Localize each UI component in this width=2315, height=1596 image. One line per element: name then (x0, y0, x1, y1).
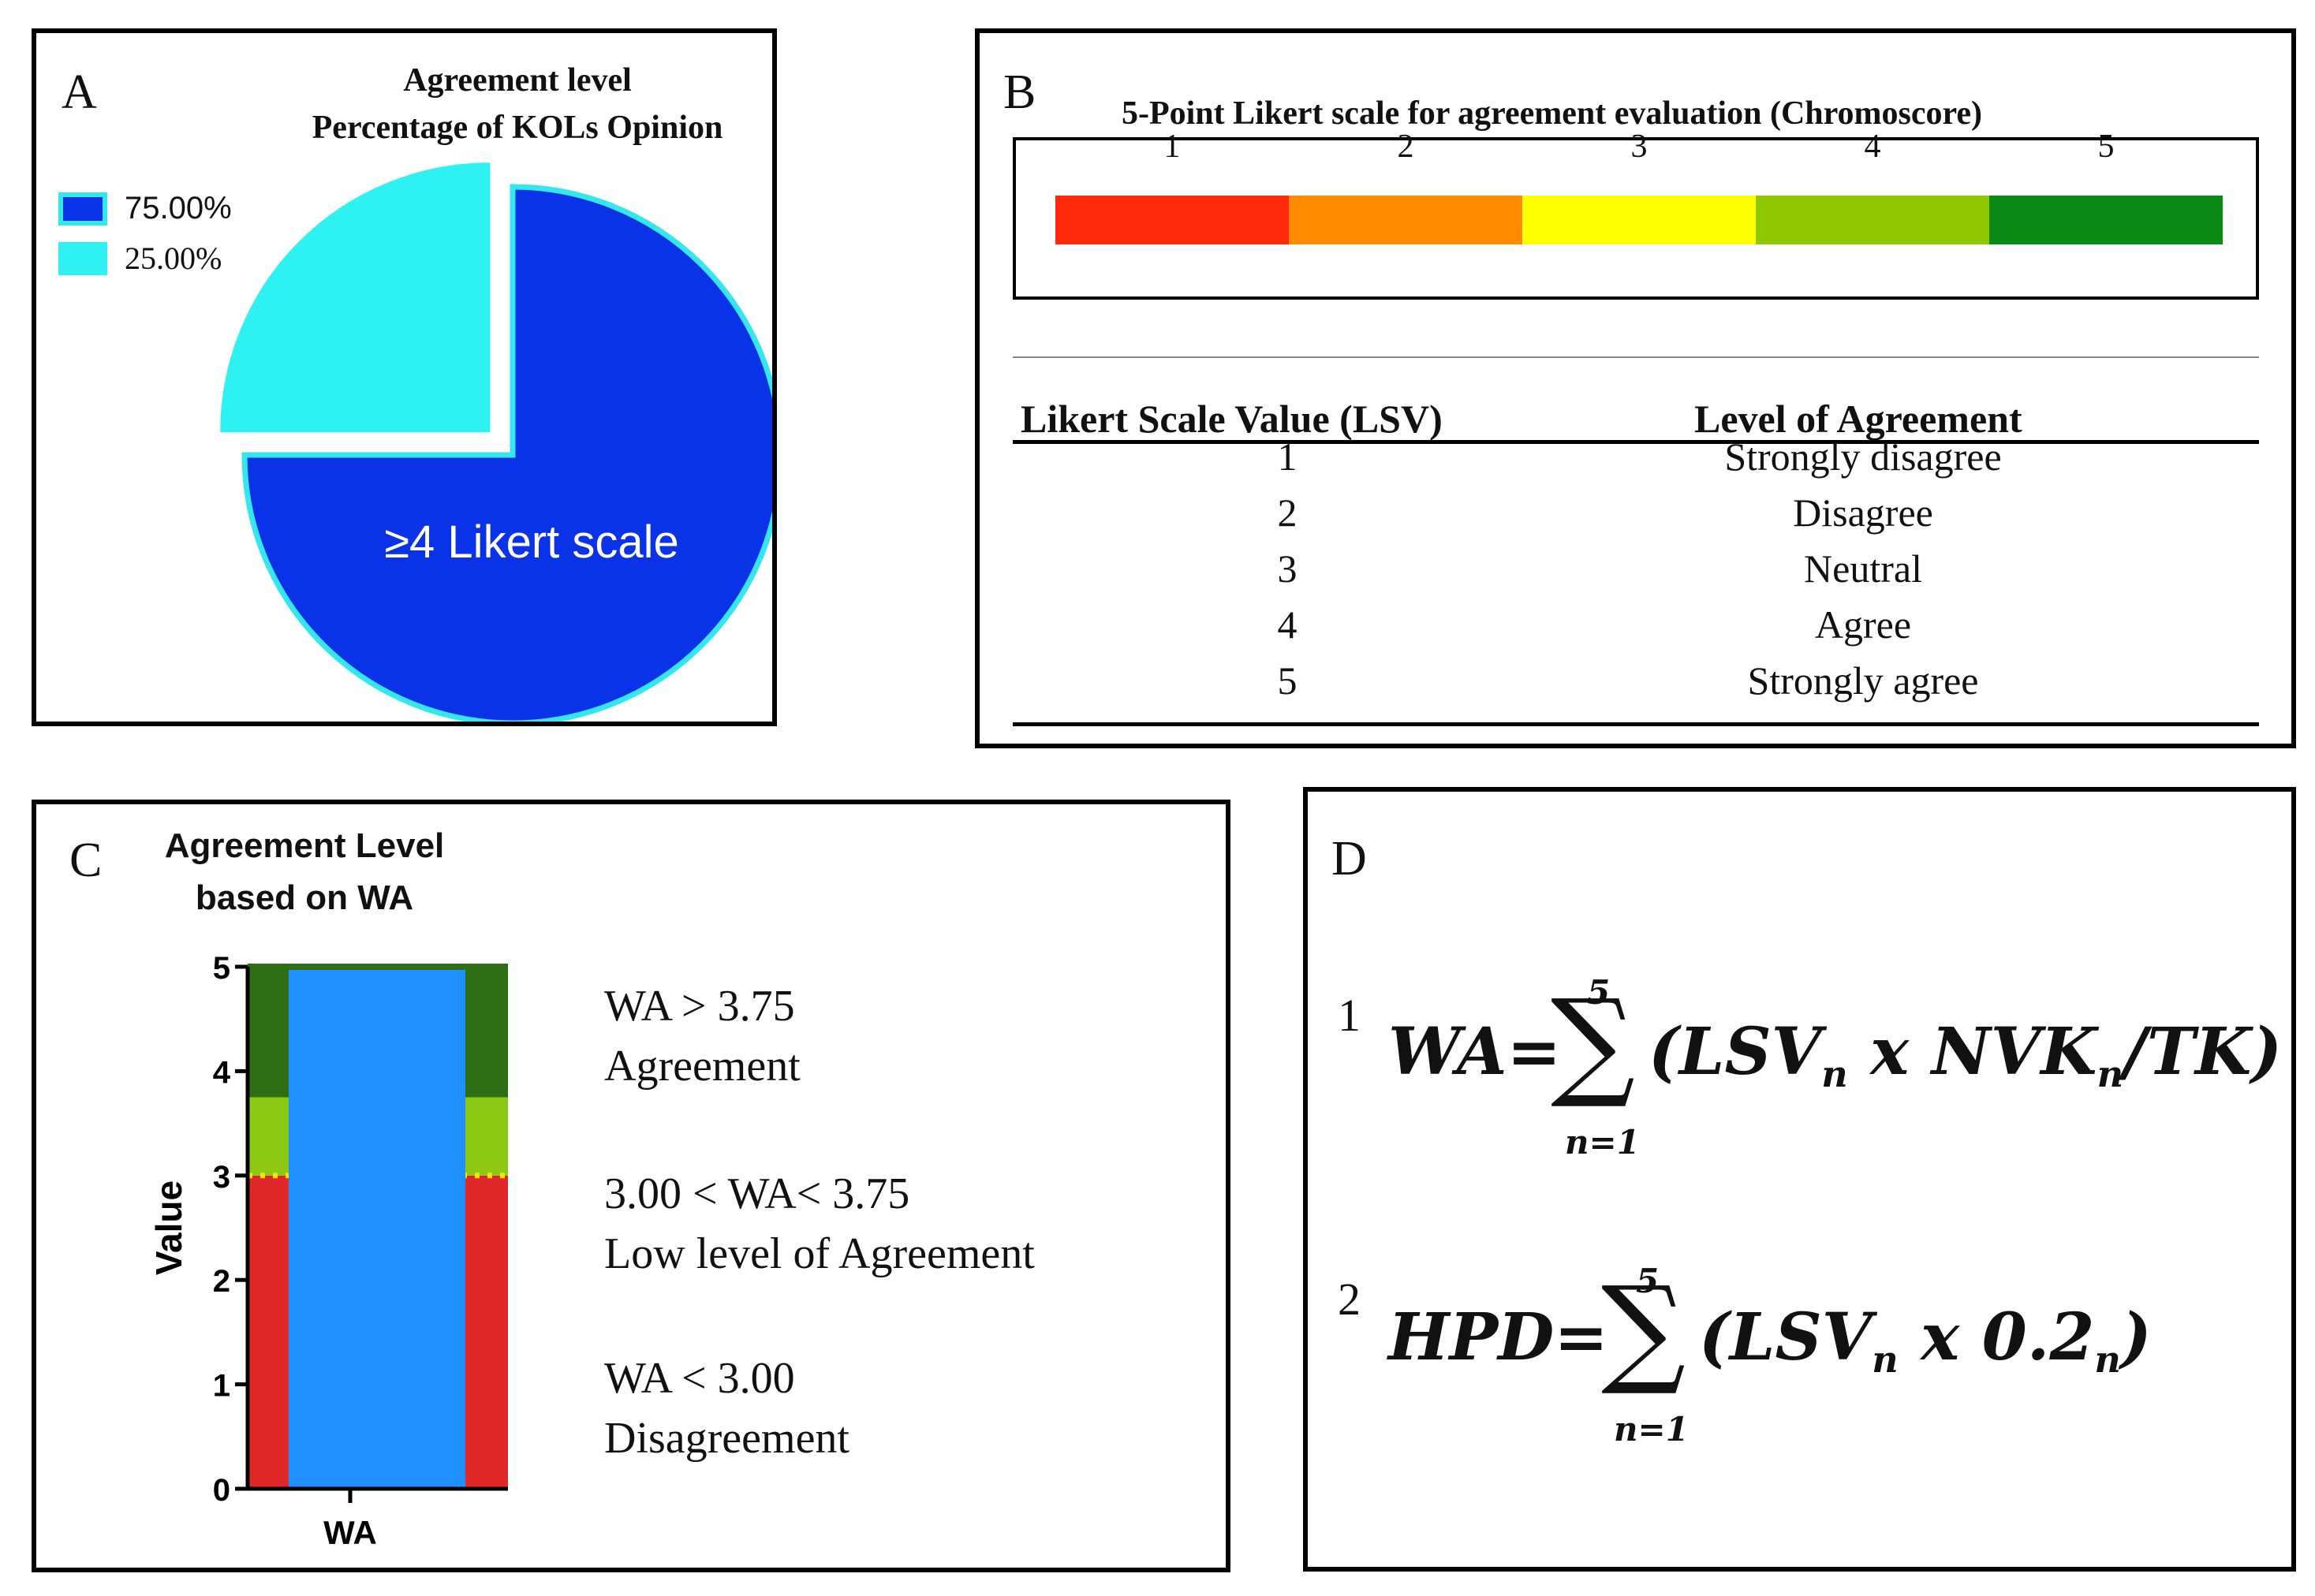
threshold-disagreement: WA < 3.00 Disagreement (604, 1348, 849, 1468)
table-cell-lsv: 1 (1277, 434, 1298, 479)
threshold-rule: WA < 3.00 (604, 1354, 795, 1403)
equation-1-body: (LSVn x NVKn/TK) (1649, 1014, 2282, 1095)
table-cell-lsv: 3 (1277, 546, 1298, 591)
pie-chart-title: Agreement level Percentage of KOLs Opini… (265, 57, 770, 151)
scale-number: 2 (1397, 129, 1414, 165)
panel-a: A Agreement level Percentage of KOLs Opi… (32, 28, 777, 726)
summation-icon: ∑ (1601, 1262, 1686, 1399)
scale-segment (1989, 196, 2223, 244)
scale-segment (1756, 196, 1989, 244)
panel-label: C (69, 833, 103, 887)
bar-title-line-2: based on WA (195, 878, 414, 917)
header-lsv: Likert Scale Value (LSV) (1021, 397, 1443, 441)
legend-label: 25.00% (125, 241, 222, 276)
y-axis-label: Value (148, 1180, 189, 1275)
chromoscore-box (1013, 137, 2259, 300)
bar-title-line-1: Agreement Level (164, 826, 445, 865)
table-cell-level: Neutral (1804, 546, 1922, 591)
wa-bar (289, 967, 465, 1489)
equation-1-lhs: WA= (1388, 1014, 1562, 1090)
scale-number: 1 (1163, 129, 1181, 165)
y-tick-label: 0 (213, 1473, 230, 1508)
equation-2-lhs: HPD= (1388, 1300, 1608, 1375)
legend-swatch (58, 192, 107, 226)
pie-title-line-1: Agreement level (403, 62, 632, 99)
panel-label: B (1003, 65, 1036, 119)
equation-1-lower-limit: n=1 (1565, 1123, 1640, 1162)
pie-slice-label: ≥4 Likert scale (384, 516, 679, 568)
divider (1013, 356, 2259, 358)
legend-label: 75.00% (125, 191, 232, 226)
panel-d: D 1 WA= 5 ∑ n=1 (LSVn x NVKn/TK) 2 HPD= … (1303, 787, 2296, 1572)
table-cell-level: Disagree (1793, 490, 1933, 535)
table-cell-lsv: 4 (1277, 602, 1298, 647)
eq1-term-lsv: (LSV (1649, 1014, 1822, 1090)
threshold-meaning: Low level of Agreement (604, 1229, 1035, 1278)
wa-bar-chart: 0 1 2 3 4 5WA Value (148, 951, 508, 1551)
table-cell-lsv: 5 (1277, 658, 1298, 703)
y-tick-label: 3 (213, 1160, 230, 1195)
eq2-sub-lsv: n (1872, 1338, 1899, 1381)
eq1-term-nvk: x NVK (1847, 1014, 2097, 1090)
pie-slice-major (241, 184, 772, 722)
threshold-rule: 3.00 < WA< 3.75 (604, 1169, 910, 1218)
y-tick-label: 1 (213, 1369, 230, 1404)
table-cell-level: Strongly disagree (1724, 434, 2002, 479)
equation-2-number: 2 (1338, 1273, 1361, 1325)
table-bottom-rule (1013, 722, 2259, 726)
panel-label: A (62, 65, 97, 119)
scale-segment (1289, 196, 1522, 244)
equation-1-number: 1 (1338, 990, 1361, 1041)
scale-segment (1522, 196, 1756, 244)
x-tick-label: WA (323, 1514, 377, 1551)
eq1-sub-lsv: n (1821, 1053, 1848, 1095)
table-header-rule (1013, 440, 2259, 444)
eq1-term-tk: /TK) (2123, 1014, 2283, 1090)
scale-segment (1055, 196, 1289, 244)
eq2-term-close: ) (2120, 1300, 2152, 1375)
bar-chart-title: Agreement Level based on WA (155, 820, 454, 924)
equation-1-upper-limit: 5 (1587, 973, 1611, 1012)
scale-title: 5-Point Likert scale for agreement evalu… (1122, 95, 1982, 132)
legend-item-1: 25.00% (58, 240, 222, 277)
table-cell-level: Agree (1814, 602, 1912, 647)
pie-chart: ≥4 Likert scale (220, 162, 772, 722)
y-tick-label: 4 (213, 1055, 231, 1090)
scale-number: 3 (1630, 129, 1648, 165)
threshold-meaning: Disagreement (604, 1414, 849, 1463)
scale-number: 4 (1864, 129, 1881, 165)
y-tick-label: 2 (213, 1264, 230, 1299)
panel-b: B 5-Point Likert scale for agreement eva… (975, 28, 2296, 748)
eq2-sub-const: n (2094, 1338, 2121, 1381)
threshold-meaning: Agreement (604, 1042, 801, 1091)
panel-label: D (1331, 832, 1367, 886)
threshold-agreement: WA > 3.75 Agreement (604, 976, 801, 1096)
threshold-low-agreement: 3.00 < WA< 3.75 Low level of Agreement (604, 1164, 1035, 1284)
legend-item-0: 75.00% (58, 191, 232, 226)
header-level: Level of Agreement (1694, 397, 2022, 441)
eq2-term-const: x 0.2 (1898, 1300, 2095, 1375)
table-cell-level: Strongly agree (1747, 658, 1979, 703)
eq2-term-lsv: (LSV (1699, 1300, 1873, 1375)
table-cell-lsv: 2 (1277, 490, 1298, 535)
threshold-rule: WA > 3.75 (604, 982, 795, 1031)
summation-icon: ∑ (1551, 975, 1636, 1112)
equation-2-lower-limit: n=1 (1614, 1410, 1689, 1449)
pie-title-line-2: Percentage of KOLs Opinion (312, 110, 723, 146)
y-tick-label: 5 (213, 951, 230, 986)
scale-number: 5 (2097, 129, 2115, 165)
eq1-sub-nvk: n (2097, 1053, 2124, 1095)
pie-slice-minor (220, 162, 491, 433)
legend-swatch (58, 241, 107, 275)
equation-2-upper-limit: 5 (1636, 1262, 1660, 1300)
equation-2-body: (LSVn x 0.2n) (1699, 1300, 2152, 1381)
